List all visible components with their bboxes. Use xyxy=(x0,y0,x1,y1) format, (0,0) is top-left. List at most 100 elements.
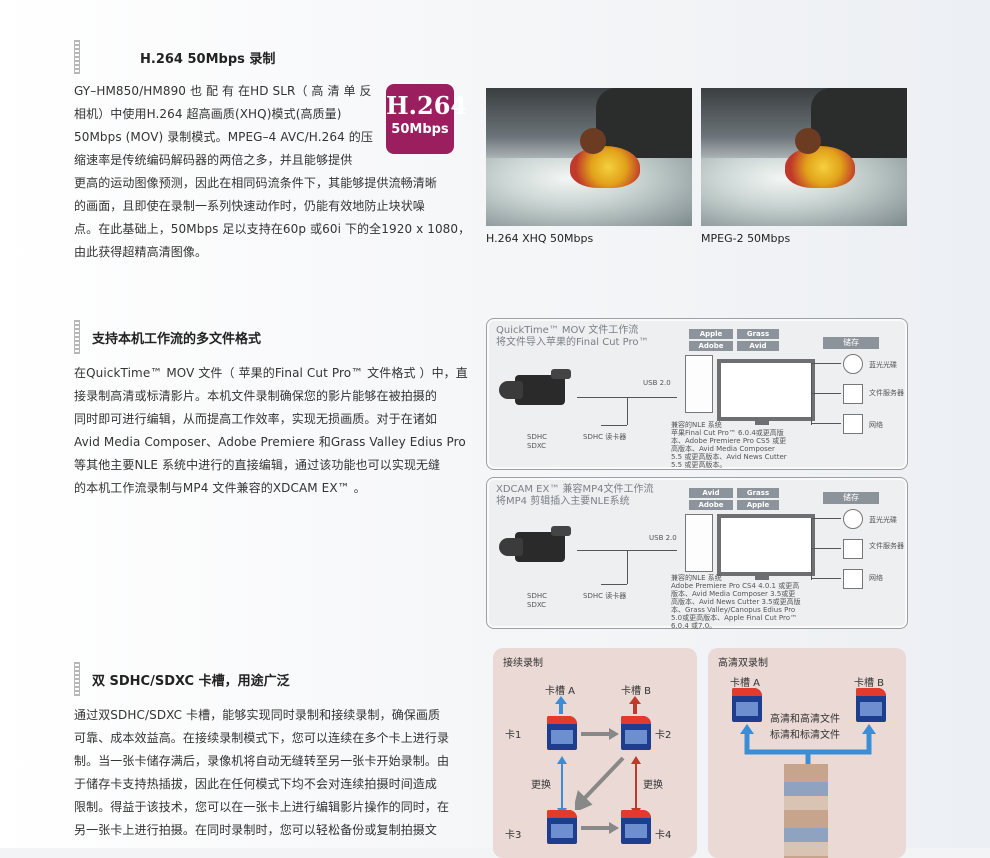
section3-title: 双 SDHC/SDXC 卡槽，用途广泛 xyxy=(74,662,290,696)
usb-label: USB 2.0 xyxy=(649,534,677,542)
nle-line: 本、Adobe Premiere Pro CS5 或更 xyxy=(671,437,787,445)
nle-line: 5.5 或更高版本、Avid News Cutter xyxy=(671,453,787,461)
storage-label: 储存 xyxy=(823,337,879,349)
network-icon xyxy=(843,569,863,589)
sd-card-icon xyxy=(547,810,577,844)
title-bar xyxy=(74,662,80,696)
dual-line: 标清和标清文件 xyxy=(770,730,840,741)
kayaker-shape xyxy=(580,128,606,154)
workflow-diagram-mov: QuickTime™ MOV 文件工作流 将文件导入苹果的Final Cut P… xyxy=(486,318,908,470)
diagram-title: XDCAM EX™ 兼容MP4文件工作流 将MP4 剪辑插入主要NLE系统 xyxy=(496,484,654,508)
body-line: 缩速率是传统编码解码器的两倍之多，并且能够提供 xyxy=(74,153,353,167)
nle-tag: Avid xyxy=(689,488,733,498)
usb-label: USB 2.0 xyxy=(643,379,671,387)
camcorder-icon xyxy=(499,526,577,572)
body-line: 于储存卡支持热插拔，因此在任何模式下均不会对连续拍摄时间造成 xyxy=(74,777,438,791)
diagram-title-line: XDCAM EX™ 兼容MP4文件工作流 xyxy=(496,484,654,495)
badge-big: H.264 xyxy=(386,91,468,120)
body-line: 50Mbps (MOV) 录制模式。MPEG–4 AVC/H.264 的压 xyxy=(74,130,373,144)
arrow-up-icon xyxy=(555,696,567,714)
badge-small: 50Mbps xyxy=(391,122,449,137)
nle-line: 5.0或更高版本、Apple Final Cut Pro™ xyxy=(671,614,798,622)
server-icon xyxy=(843,539,863,559)
section3-title-text: 双 SDHC/SDXC 卡槽，用途广泛 xyxy=(92,673,290,689)
sd-card-icon xyxy=(621,810,651,844)
monitor-stand xyxy=(755,572,769,580)
swap-arrow-icon xyxy=(557,756,567,816)
camcorder-handle xyxy=(551,369,571,379)
nle-line: 高版本、Avid News Cutter 3.5或更高版 xyxy=(671,598,801,606)
nle-tag: Apple xyxy=(689,329,733,339)
body-line: GY–HM850/HM890 也 配 有 在HD SLR（ 高 清 单 反 xyxy=(74,84,372,98)
target-label: 文件服务器 xyxy=(869,389,904,397)
relay-title: 接续录制 xyxy=(503,658,543,669)
nle-line: 版本、Avid Media Composer 3.5或更 xyxy=(671,590,796,598)
pc-tower-icon xyxy=(685,514,713,572)
nle-line: 兼容的NLE 系统 xyxy=(671,574,722,582)
section2-title-text: 支持本机工作流的多文件格式 xyxy=(92,331,262,347)
nle-line: 5.5 或更高版本。 xyxy=(671,461,727,469)
body-line: 通过双SDHC/SDXC 卡槽，能够实现同时录制和接续录制，确保画质 xyxy=(74,708,441,722)
video-frames-image xyxy=(784,764,828,858)
slot-a-label: 卡槽 A xyxy=(730,678,761,689)
connector-line xyxy=(811,548,841,549)
kayak-shape xyxy=(570,146,640,188)
sd-card-icon xyxy=(856,688,886,722)
split-arrows-icon xyxy=(740,724,876,774)
body-line: 的画面，且即使在录制一系列快速动作时，仍能有效地防止块状噪 xyxy=(74,199,425,213)
connector-line xyxy=(601,584,627,585)
target-label: 蓝光光碟 xyxy=(869,516,897,524)
body-line: 同时即可进行编辑，从而提高工作效率，实现无损画质。对于在诸如 xyxy=(74,412,438,426)
connector-line xyxy=(811,578,841,579)
body-line: 限制。得益于该技术，您可以在一张卡上进行编辑影片操作的同时，在 xyxy=(74,800,450,814)
slot-a-label: 卡槽 A xyxy=(545,686,576,697)
dual-recording-panel: 高清双录制 卡槽 A 卡槽 B 高清和高清文件 标清和标清文件 xyxy=(708,648,906,858)
card-label: 卡1 xyxy=(505,730,522,741)
card-label: 卡3 xyxy=(505,830,522,841)
dual-line: 高清和高清文件 xyxy=(770,714,840,725)
nle-tag: Adobe xyxy=(689,341,733,351)
reader-label: SDHC 读卡器 xyxy=(583,592,627,600)
disc-icon xyxy=(843,354,863,374)
pc-tower-icon xyxy=(685,355,713,413)
section1-body: GY–HM850/HM890 也 配 有 在HD SLR（ 高 清 单 反 相机… xyxy=(74,80,470,264)
kayaker-shape xyxy=(795,128,821,154)
body-line: 接录制高清或标清影片。本机文件录制确保您的影片能够在被拍摄的 xyxy=(74,389,438,403)
connector-line xyxy=(811,363,812,425)
camcorder-lens xyxy=(499,381,523,399)
nle-note: 兼容的NLE 系统 Adobe Premiere Pro CS4 4.0.1 或… xyxy=(671,574,801,630)
h264-badge: H.264 50Mbps xyxy=(386,84,468,154)
nle-line: 兼容的NLE 系统 xyxy=(671,421,722,429)
swap-arrow-icon xyxy=(631,756,641,816)
diagram-title-line: QuickTime™ MOV 文件工作流 xyxy=(496,325,639,336)
nle-line: 苹果Final Cut Pro™ 6.0.4或更高版 xyxy=(671,429,784,437)
body-line: 点。在此基础上，50Mbps 足以支持在60p 或60i 下的全1920 x 1… xyxy=(74,222,471,236)
sd-card-icon xyxy=(547,716,577,750)
disc-icon xyxy=(843,509,863,529)
target-label: 蓝光光碟 xyxy=(869,361,897,369)
camcorder-body xyxy=(515,375,565,405)
nle-line: 高版本、Avid Media Composer xyxy=(671,445,775,453)
body-line: 由此获得超精高清图像。 xyxy=(74,245,208,259)
target-label: 文件服务器 xyxy=(869,542,904,550)
connector-line xyxy=(601,425,627,426)
title-bar xyxy=(74,40,80,74)
slot-b-label: 卡槽 B xyxy=(621,686,652,697)
sdxc-label: SDXC xyxy=(527,601,547,609)
photo-caption-h264: H.264 XHQ 50Mbps xyxy=(486,232,594,245)
body-line: 在QuickTime™ MOV 文件（ 苹果的Final Cut Pro™ 文件… xyxy=(74,366,468,380)
reader-label: SDHC 读卡器 xyxy=(583,433,627,441)
nle-line: 本、Grass Valley/Canopus Edius Pro xyxy=(671,606,796,614)
connector-line xyxy=(627,397,628,425)
arrow-right-icon xyxy=(581,728,619,740)
nle-tag: Grass Valley xyxy=(737,488,779,507)
diagram-title-line: 将MP4 剪辑插入主要NLE系统 xyxy=(496,496,630,507)
workflow-diagram-mp4: XDCAM EX™ 兼容MP4文件工作流 将MP4 剪辑插入主要NLE系统 Av… xyxy=(486,477,908,630)
nle-tag: Adobe xyxy=(689,500,733,510)
section3-body: 通过双SDHC/SDXC 卡槽，能够实现同时录制和接续录制，确保画质 可靠、成本… xyxy=(74,704,449,842)
body-line: 相机）中使用H.264 超高画质(XHQ)模式(高质量) xyxy=(74,107,342,121)
sdhc-label: SDHC xyxy=(527,433,547,441)
body-line: 更高的运动图像预测，因此在相同码流条件下，其能够提供流畅清晰 xyxy=(74,176,438,190)
connector-line xyxy=(811,423,841,424)
monitor-icon xyxy=(717,514,815,576)
